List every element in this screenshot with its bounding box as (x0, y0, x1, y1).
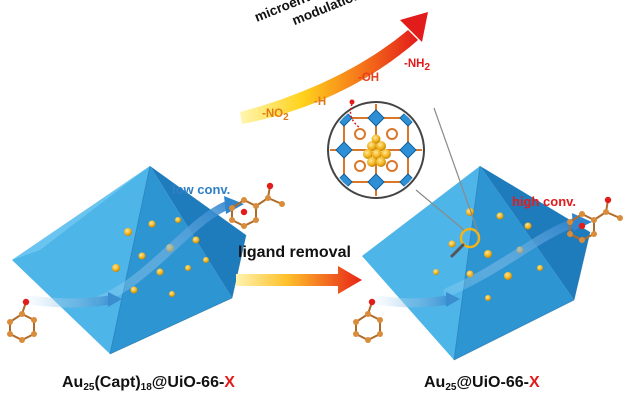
left-caption-x: X (224, 374, 235, 391)
right-caption-sub25: 25 (445, 382, 457, 393)
product-molecule-right (567, 196, 623, 243)
group-nh2: -NH2 (404, 58, 430, 73)
right-caption-uio: @UiO-66- (456, 374, 529, 391)
group-pointer (349, 99, 361, 129)
right-caption-au: Au (424, 374, 446, 391)
right-octahedron (362, 165, 591, 361)
ligand-removal-arrow (236, 266, 362, 294)
product-molecule-left (229, 182, 285, 229)
reactant-molecule-left (7, 298, 37, 343)
group-h: -H (314, 96, 327, 108)
right-reactant-stream (373, 292, 460, 308)
right-caption: Au25@UiO-66-X (424, 374, 540, 393)
left-product-stream (95, 196, 244, 305)
reactant-molecule-right (353, 298, 383, 343)
group-no2: -NO2 (262, 108, 289, 123)
left-caption-sub18: 18 (140, 382, 152, 393)
zoom-lines (415, 107, 479, 233)
mof-inset (327, 101, 425, 199)
ligand-removal-label: ligand removal (238, 244, 351, 261)
modulation-gradient-arrow (240, 12, 428, 124)
group-nh2-base: -NH (404, 58, 425, 70)
high-conversion-label: high conv. (512, 194, 577, 209)
left-caption-au: Au (62, 374, 84, 391)
left-caption-uio: @UiO-66- (151, 374, 225, 391)
group-no2-base: -NO (262, 108, 284, 120)
low-conversion-label: low conv. (172, 182, 231, 197)
group-nh2-sub: 2 (424, 62, 431, 73)
left-caption-capt: (Capt) (94, 374, 141, 391)
left-caption: Au25(Capt)18@UiO-66-X (62, 374, 235, 393)
left-caption-sub25: 25 (83, 382, 95, 393)
left-reactant-stream (25, 292, 122, 308)
group-oh: -OH (358, 72, 380, 84)
group-no2-sub: 2 (283, 112, 289, 123)
left-octahedron (12, 165, 247, 355)
magnifier-icon (450, 227, 481, 258)
right-caption-x: X (528, 374, 540, 391)
